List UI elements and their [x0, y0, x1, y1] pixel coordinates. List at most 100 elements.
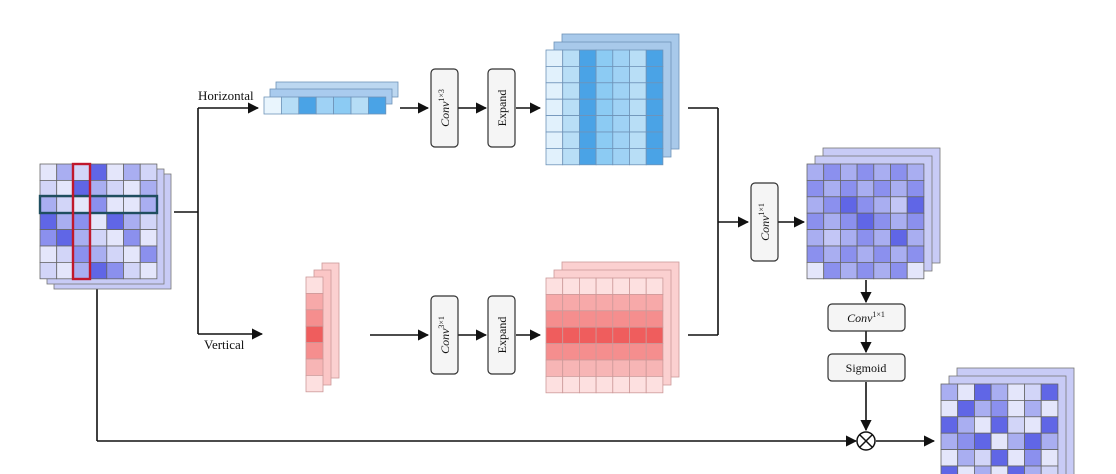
tensor-cell [629, 98, 647, 116]
tensor-cell [612, 375, 630, 394]
tensor-cell [1007, 383, 1025, 401]
tensor-cell [39, 212, 58, 230]
tensor-cell [856, 229, 875, 247]
tensor-cell [1024, 416, 1042, 434]
tensor-cell [873, 179, 891, 198]
tensor-cell [1040, 399, 1059, 418]
tensor-cell [612, 98, 630, 116]
tensor-cell [873, 212, 891, 230]
tensor-cell [890, 229, 908, 247]
tensor-cell [840, 196, 858, 214]
tensor-cell [562, 359, 580, 377]
tensor-cell [545, 326, 564, 345]
tensor-cell [56, 196, 74, 214]
tensor-cell [595, 49, 614, 67]
tensor-cell [873, 245, 891, 263]
tensor-cell [579, 131, 597, 149]
tensor-cell [1007, 449, 1025, 467]
conv-3x1-sup: 3×1 [437, 316, 446, 329]
tensor-cell [545, 66, 564, 84]
tensor-cell [579, 147, 597, 166]
tensor-cell [957, 432, 975, 451]
tensor-cell [579, 66, 597, 84]
tensor-cell [305, 358, 324, 376]
tensor-cell [940, 432, 959, 451]
tensor-cell [629, 375, 647, 394]
output-feature-map [940, 367, 1075, 474]
tensor-cell [1040, 449, 1059, 467]
tensor-cell [139, 196, 158, 214]
tensor-cell [39, 196, 58, 214]
tensor-cell [612, 310, 630, 328]
tensor-cell [856, 196, 875, 214]
tensor-cell [940, 465, 959, 474]
tensor-cell [612, 343, 630, 361]
tensor-cell [579, 293, 597, 312]
tensor-cell [840, 229, 858, 247]
tensor-cell [562, 98, 580, 116]
tensor-cell [545, 293, 564, 312]
tensor-cell [579, 343, 597, 361]
tensor-cell [305, 292, 324, 311]
tensor-cell [940, 449, 959, 467]
tensor-cell [123, 245, 141, 263]
tensor-cell [1024, 432, 1042, 451]
sigmoid-label: Sigmoid [846, 361, 887, 375]
svg-text:Conv1×1: Conv1×1 [847, 310, 885, 325]
tensor-cell [645, 293, 664, 312]
tensor-cell [39, 179, 58, 198]
tensor-cell [545, 375, 564, 394]
tensor-cell [562, 147, 580, 166]
tensor-cell [595, 375, 614, 394]
tensor-cell [629, 293, 647, 312]
tensor-cell [106, 212, 124, 230]
merged-feature-map [806, 147, 941, 280]
tensor-cell [906, 163, 925, 181]
tensor-cell [629, 66, 647, 84]
tensor-cell [990, 399, 1009, 418]
tensor-cell [1007, 432, 1025, 451]
tensor-cell [645, 82, 664, 100]
conv-3x1-base: Conv [438, 328, 452, 354]
tensor-cell [612, 49, 630, 67]
tensor-cell [823, 196, 841, 214]
tensor-cell [629, 115, 647, 133]
tensor-cell [545, 277, 564, 295]
tensor-cell [595, 293, 614, 312]
tensor-cell [612, 115, 630, 133]
tensor-cell [595, 147, 614, 166]
tensor-cell [579, 326, 597, 345]
tensor-cell [106, 245, 124, 263]
tensor-cell [974, 465, 992, 474]
tensor-cell [890, 261, 908, 280]
tensor-cell [974, 416, 992, 434]
expand-v-label: Expand [495, 317, 509, 354]
tensor-cell [73, 229, 91, 247]
tensor-cell [545, 147, 564, 166]
tensor-cell [562, 343, 580, 361]
tensor-cell [612, 359, 630, 377]
tensor-cell [595, 277, 614, 295]
tensor-cell [579, 115, 597, 133]
tensor-cell [990, 383, 1009, 401]
tensor-cell [974, 432, 992, 451]
tensor-cell [39, 229, 58, 247]
tensor-cell [957, 383, 975, 401]
conv-merge-sup: 1×1 [757, 203, 766, 216]
tensor-cell [595, 310, 614, 328]
tensor-cell [645, 131, 664, 149]
tensor-cell [123, 261, 141, 280]
tensor-cell [106, 163, 124, 181]
tensor-cell [595, 115, 614, 133]
tensor-cell [562, 115, 580, 133]
tensor-cell [645, 375, 664, 394]
tensor-cell [106, 229, 124, 247]
sigmoid-block: Sigmoid [827, 353, 906, 382]
conv-merge-base: Conv [758, 215, 772, 241]
tensor-cell [562, 66, 580, 84]
tensor-cell [906, 261, 925, 280]
conv-1x1-out-block: Conv1×1 [827, 303, 906, 332]
horizontal-pooled-vector [263, 81, 399, 115]
tensor-cell [106, 179, 124, 198]
